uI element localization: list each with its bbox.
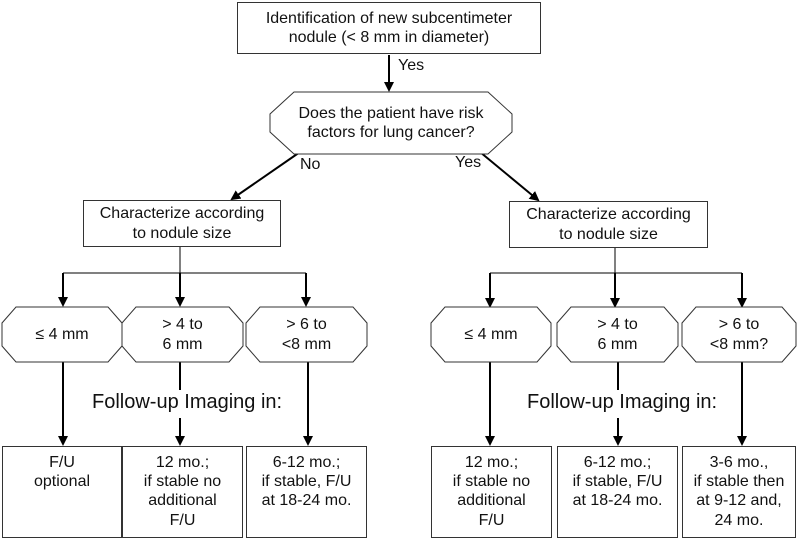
left-characterize-node: Characterize according to nodule size (83, 200, 281, 247)
left-size-node-3: > 6 to <8 mm (245, 306, 368, 363)
left-size-node-1: ≤ 4 mm (1, 306, 123, 363)
right-followup-label: Follow-up Imaging in: (527, 391, 718, 413)
right-characterize-node: Characterize according to nodule size (509, 201, 708, 248)
right-size-text-1: ≤ 4 mm (464, 325, 518, 343)
arrow-question-to-right (479, 151, 540, 202)
right-outcome-node-1: 12 mo.; if stable no additional F/U (431, 446, 552, 538)
left-outcome-node-3: 6-12 mo.; if stable, F/U at 18-24 mo. (246, 446, 367, 538)
left-size-text-2: > 4 to 6 mm (162, 316, 203, 353)
edge-label-yes-start: Yes (398, 57, 425, 74)
left-size-text-1: ≤ 4 mm (35, 325, 89, 343)
question-node: Does the patient have risk factors for l… (269, 91, 513, 155)
right-size-text-3: > 6 to <8 mm? (709, 316, 769, 353)
right-size-node-3: > 6 to <8 mm? (681, 306, 797, 363)
left-followup-label: Follow-up Imaging in: (92, 391, 283, 413)
edge-label-yes: Yes (455, 154, 482, 171)
right-size-node-2: > 4 to 6 mm (556, 306, 679, 363)
question-text: Does the patient have risk factors for l… (298, 104, 484, 141)
right-outcome-node-2: 6-12 mo.; if stable, F/U at 18-24 mo. (557, 446, 678, 538)
arrow-question-to-left (230, 151, 301, 201)
edge-label-no: No (300, 156, 321, 173)
left-size-node-2: > 4 to 6 mm (121, 306, 244, 363)
start-node: Identification of new subcentimeter nodu… (237, 2, 541, 54)
left-size-text-3: > 6 to <8 mm (281, 316, 332, 353)
right-outcome-node-3: 3-6 mo., if stable then at 9-12 and, 24 … (682, 446, 796, 538)
left-outcome-node-1: F/U optional (2, 446, 122, 538)
left-outcome-node-2: 12 mo.; if stable no additional F/U (122, 446, 243, 538)
right-size-node-1: ≤ 4 mm (430, 306, 552, 363)
right-size-text-2: > 4 to 6 mm (597, 316, 638, 353)
